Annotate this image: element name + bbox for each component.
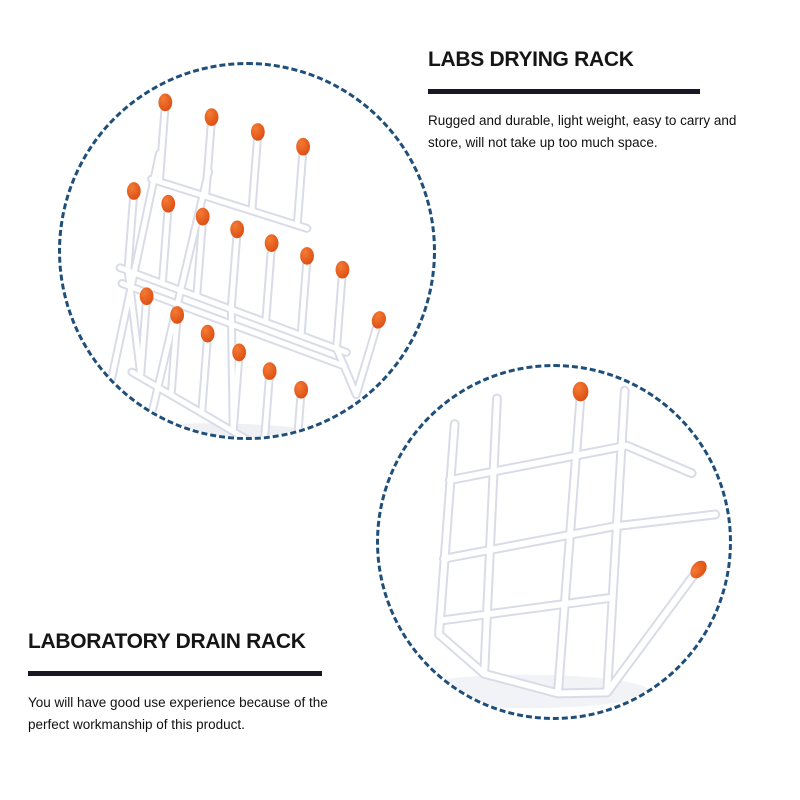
top-title: LABS DRYING RACK [428,48,634,71]
top-divider [428,89,700,94]
main-rack-photo-circle [58,62,436,440]
rack-frame [439,391,715,694]
top-description: Rugged and durable, light weight, easy t… [428,113,737,150]
detail-rack-photo-circle [376,364,732,720]
bottom-description: You will have good use experience becaus… [28,695,328,732]
rack-shadow [75,423,342,437]
main-rack-figure [75,93,386,437]
orange-peg-tips [572,381,707,579]
orange-peg-tips [126,93,386,399]
top-text-block: LABS DRYING RACK Rugged and durable, lig… [428,48,748,153]
bottom-divider [28,671,322,676]
detail-rack-figure [403,381,729,709]
bottom-text-block: LABORATORY DRAIN RACK You will have good… [28,630,358,735]
bottom-title: LABORATORY DRAIN RACK [28,630,306,653]
